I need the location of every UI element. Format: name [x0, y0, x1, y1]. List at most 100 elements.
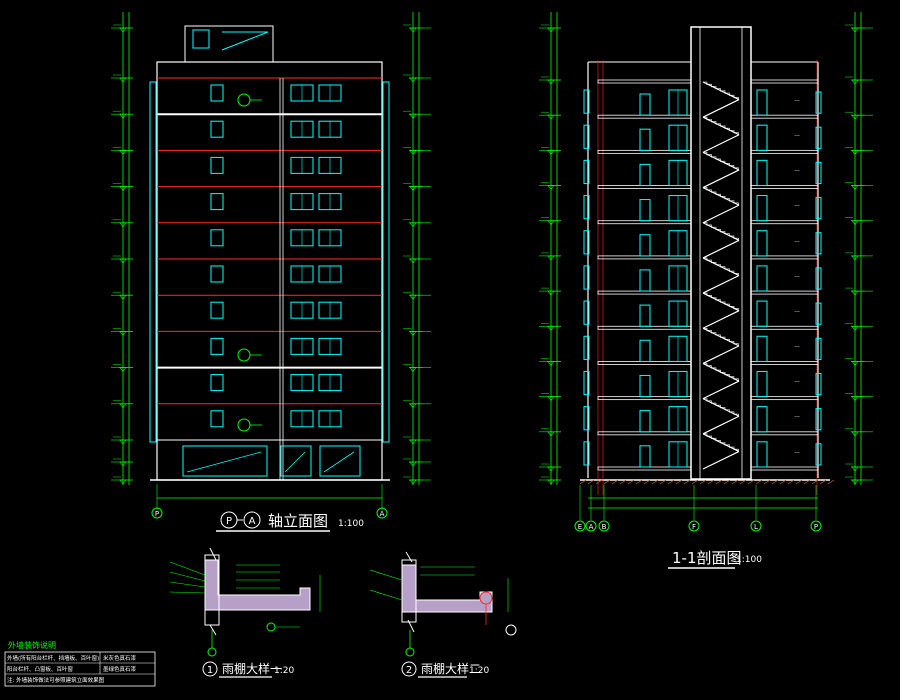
level-marker — [119, 479, 127, 485]
section-window-left — [583, 230, 590, 255]
section-scale: 1:100 — [736, 555, 762, 565]
level-marker — [409, 367, 417, 373]
detail-leader — [169, 581, 206, 588]
elevation-window — [210, 301, 224, 319]
axis-bubble — [574, 520, 586, 532]
notes-cell: 注: 外墙装饰做法可参照建筑立面效果图 — [7, 676, 105, 684]
notes-cell: 外墙(所有阳台栏杆、挡墙板、百叶窗) — [7, 654, 99, 662]
roof-louver — [221, 31, 269, 51]
level-marker — [547, 114, 555, 120]
axis-bubble-detail — [207, 647, 217, 657]
detail-leader — [369, 569, 403, 581]
canopy-details — [169, 547, 517, 657]
level-marker — [409, 222, 417, 228]
level-marker — [119, 186, 127, 192]
section-window-right — [815, 372, 822, 396]
section-door — [639, 93, 651, 116]
room-tag: --- — [794, 414, 800, 420]
detail-title-text-1: 雨棚大样一 — [222, 661, 282, 676]
detail-scale-2: 1:20 — [469, 666, 489, 676]
wall-section-1 — [204, 554, 220, 626]
room-tag: --- — [794, 344, 800, 350]
floor-slab — [750, 114, 819, 119]
elevation-window — [210, 374, 224, 392]
section-door-right — [756, 406, 768, 433]
roof-window — [192, 29, 210, 49]
section-window-right — [815, 302, 822, 325]
exterior-notes: 外墙装饰说明 外墙(所有阳台栏杆、挡墙板、百叶窗) 米灰色真石漆 阳台栏杆、凸窗… — [4, 640, 156, 687]
detail-number-circle-2 — [401, 661, 417, 677]
level-marker — [119, 150, 127, 155]
detail-callout — [505, 624, 517, 636]
section-window-right — [815, 443, 822, 466]
section-window-left — [583, 159, 590, 185]
section-window-left — [583, 89, 590, 114]
section-window-left — [583, 124, 590, 149]
section-window-left — [583, 195, 590, 220]
level-marker — [119, 331, 127, 336]
axis-bubble — [151, 507, 163, 519]
floor-slab — [750, 396, 819, 401]
section-door — [639, 374, 651, 398]
level-marker — [547, 361, 555, 366]
room-tag: --- — [794, 449, 800, 455]
axis-bubble-detail — [405, 647, 415, 657]
level-marker — [119, 403, 127, 409]
section-door-right — [756, 265, 768, 292]
section-title: 1-1剖面图 1:100 — [668, 549, 762, 569]
level-marker — [547, 431, 555, 437]
elevation-window — [210, 410, 224, 428]
level-marker — [119, 439, 127, 445]
notes-cell: 米灰色真石漆 — [103, 654, 137, 662]
level-marker — [409, 294, 417, 300]
break-line — [405, 551, 413, 563]
section-door-right — [756, 124, 768, 151]
section-window-right — [815, 197, 822, 220]
level-marker — [409, 27, 417, 33]
elevation-window — [210, 156, 224, 174]
floor-slab — [750, 290, 819, 295]
level-marker — [409, 439, 417, 445]
elevation-window — [210, 337, 224, 355]
floor-slab — [750, 79, 819, 84]
level-marker — [409, 331, 417, 336]
level-marker — [547, 185, 555, 191]
section-window-left — [583, 441, 590, 466]
section-window-left — [583, 265, 590, 290]
level-marker — [547, 479, 555, 485]
level-marker — [851, 396, 859, 402]
section-title-text: 1-1剖面图 — [672, 549, 742, 567]
level-marker — [409, 258, 417, 264]
detail-leader — [169, 571, 206, 582]
level-marker — [851, 290, 859, 296]
section-door — [639, 128, 651, 151]
elevation-window — [210, 265, 224, 283]
level-marker — [119, 113, 127, 119]
side-column-right — [382, 81, 390, 443]
side-column-left — [149, 81, 157, 443]
axis-bubble — [585, 520, 597, 532]
floor-slab — [750, 220, 819, 225]
section-window-right — [815, 267, 822, 290]
level-marker — [547, 396, 555, 402]
section-door-right — [756, 159, 768, 187]
level-marker — [851, 479, 859, 485]
level-marker — [119, 77, 127, 83]
level-marker — [409, 186, 417, 192]
section-door — [639, 234, 651, 257]
level-marker — [409, 150, 417, 155]
section-window-left — [583, 370, 590, 396]
break-line — [209, 547, 217, 561]
section-window-right — [815, 161, 822, 185]
stair-steps — [703, 81, 739, 453]
level-marker — [851, 79, 859, 85]
floor-slab — [750, 255, 819, 260]
section-window-right — [815, 337, 822, 360]
level-marker — [547, 79, 555, 85]
elevation-window — [210, 193, 224, 211]
break-line — [407, 619, 415, 633]
detail-title-2: 2 雨棚大样二 1:20 — [401, 661, 489, 678]
break-line — [209, 624, 217, 636]
